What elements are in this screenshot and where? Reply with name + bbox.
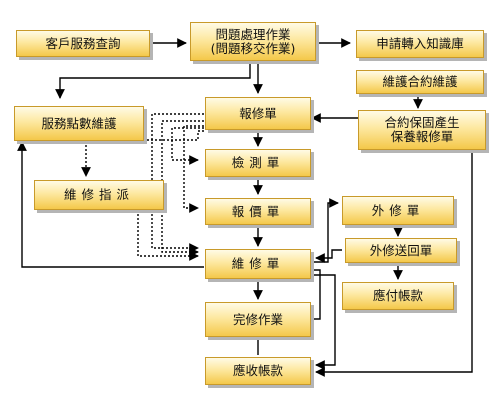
dotted-repair-order-to-quotation — [183, 125, 204, 213]
node-service-points-maintenance: 服務點數維護 — [14, 106, 144, 141]
node-repair-order: 報修單 — [205, 97, 311, 130]
arrow-warranty-to-receivable — [315, 150, 473, 377]
arrow-completion-to-repair-work — [312, 269, 321, 320]
dotted-repair-order-to-inspection — [171, 127, 204, 165]
dotted-repair-order-to-repair-work-1 — [151, 113, 204, 253]
node-accounts-payable: 應付帳款 — [342, 282, 454, 310]
node-repair-work: 維修單 — [205, 249, 311, 279]
dotted-repair-order-to-repair-work-2 — [161, 120, 204, 257]
node-problem-handling: 問題處理作業 (問題移交作業) — [190, 22, 316, 61]
arrow-problem-to-service-points — [55, 62, 251, 99]
arrow-return-to-repair-work — [315, 249, 342, 263]
node-repair-dispatch: 維修指派 — [34, 180, 164, 210]
node-apply-knowledge-base: 申請轉入知識庫 — [356, 30, 484, 58]
arrow-repair-work-to-service-points — [17, 141, 204, 268]
node-outsourced-return: 外修送回單 — [345, 238, 457, 263]
node-outsourced-repair: 外修單 — [342, 196, 454, 225]
node-contract-warranty-repair: 合約保固產生 保養報修單 — [358, 110, 486, 150]
arrow-repair-work-to-receivable — [312, 274, 336, 370]
node-customer-service-inquiry: 客戶服務查詢 — [16, 30, 150, 57]
arrow-repair-work-to-outsourced — [312, 198, 339, 263]
node-quotation-order: 報價單 — [205, 198, 311, 225]
dotted-dispatch-to-repair-work — [137, 210, 199, 261]
dotted-repair-order-to-dispatch — [81, 130, 204, 177]
node-accounts-receivable: 應收帳款 — [205, 357, 311, 385]
node-inspection-order: 檢測單 — [205, 149, 311, 177]
node-repair-completion: 完修作業 — [205, 302, 311, 337]
node-contract-maintenance: 維護合約維護 — [356, 70, 484, 94]
